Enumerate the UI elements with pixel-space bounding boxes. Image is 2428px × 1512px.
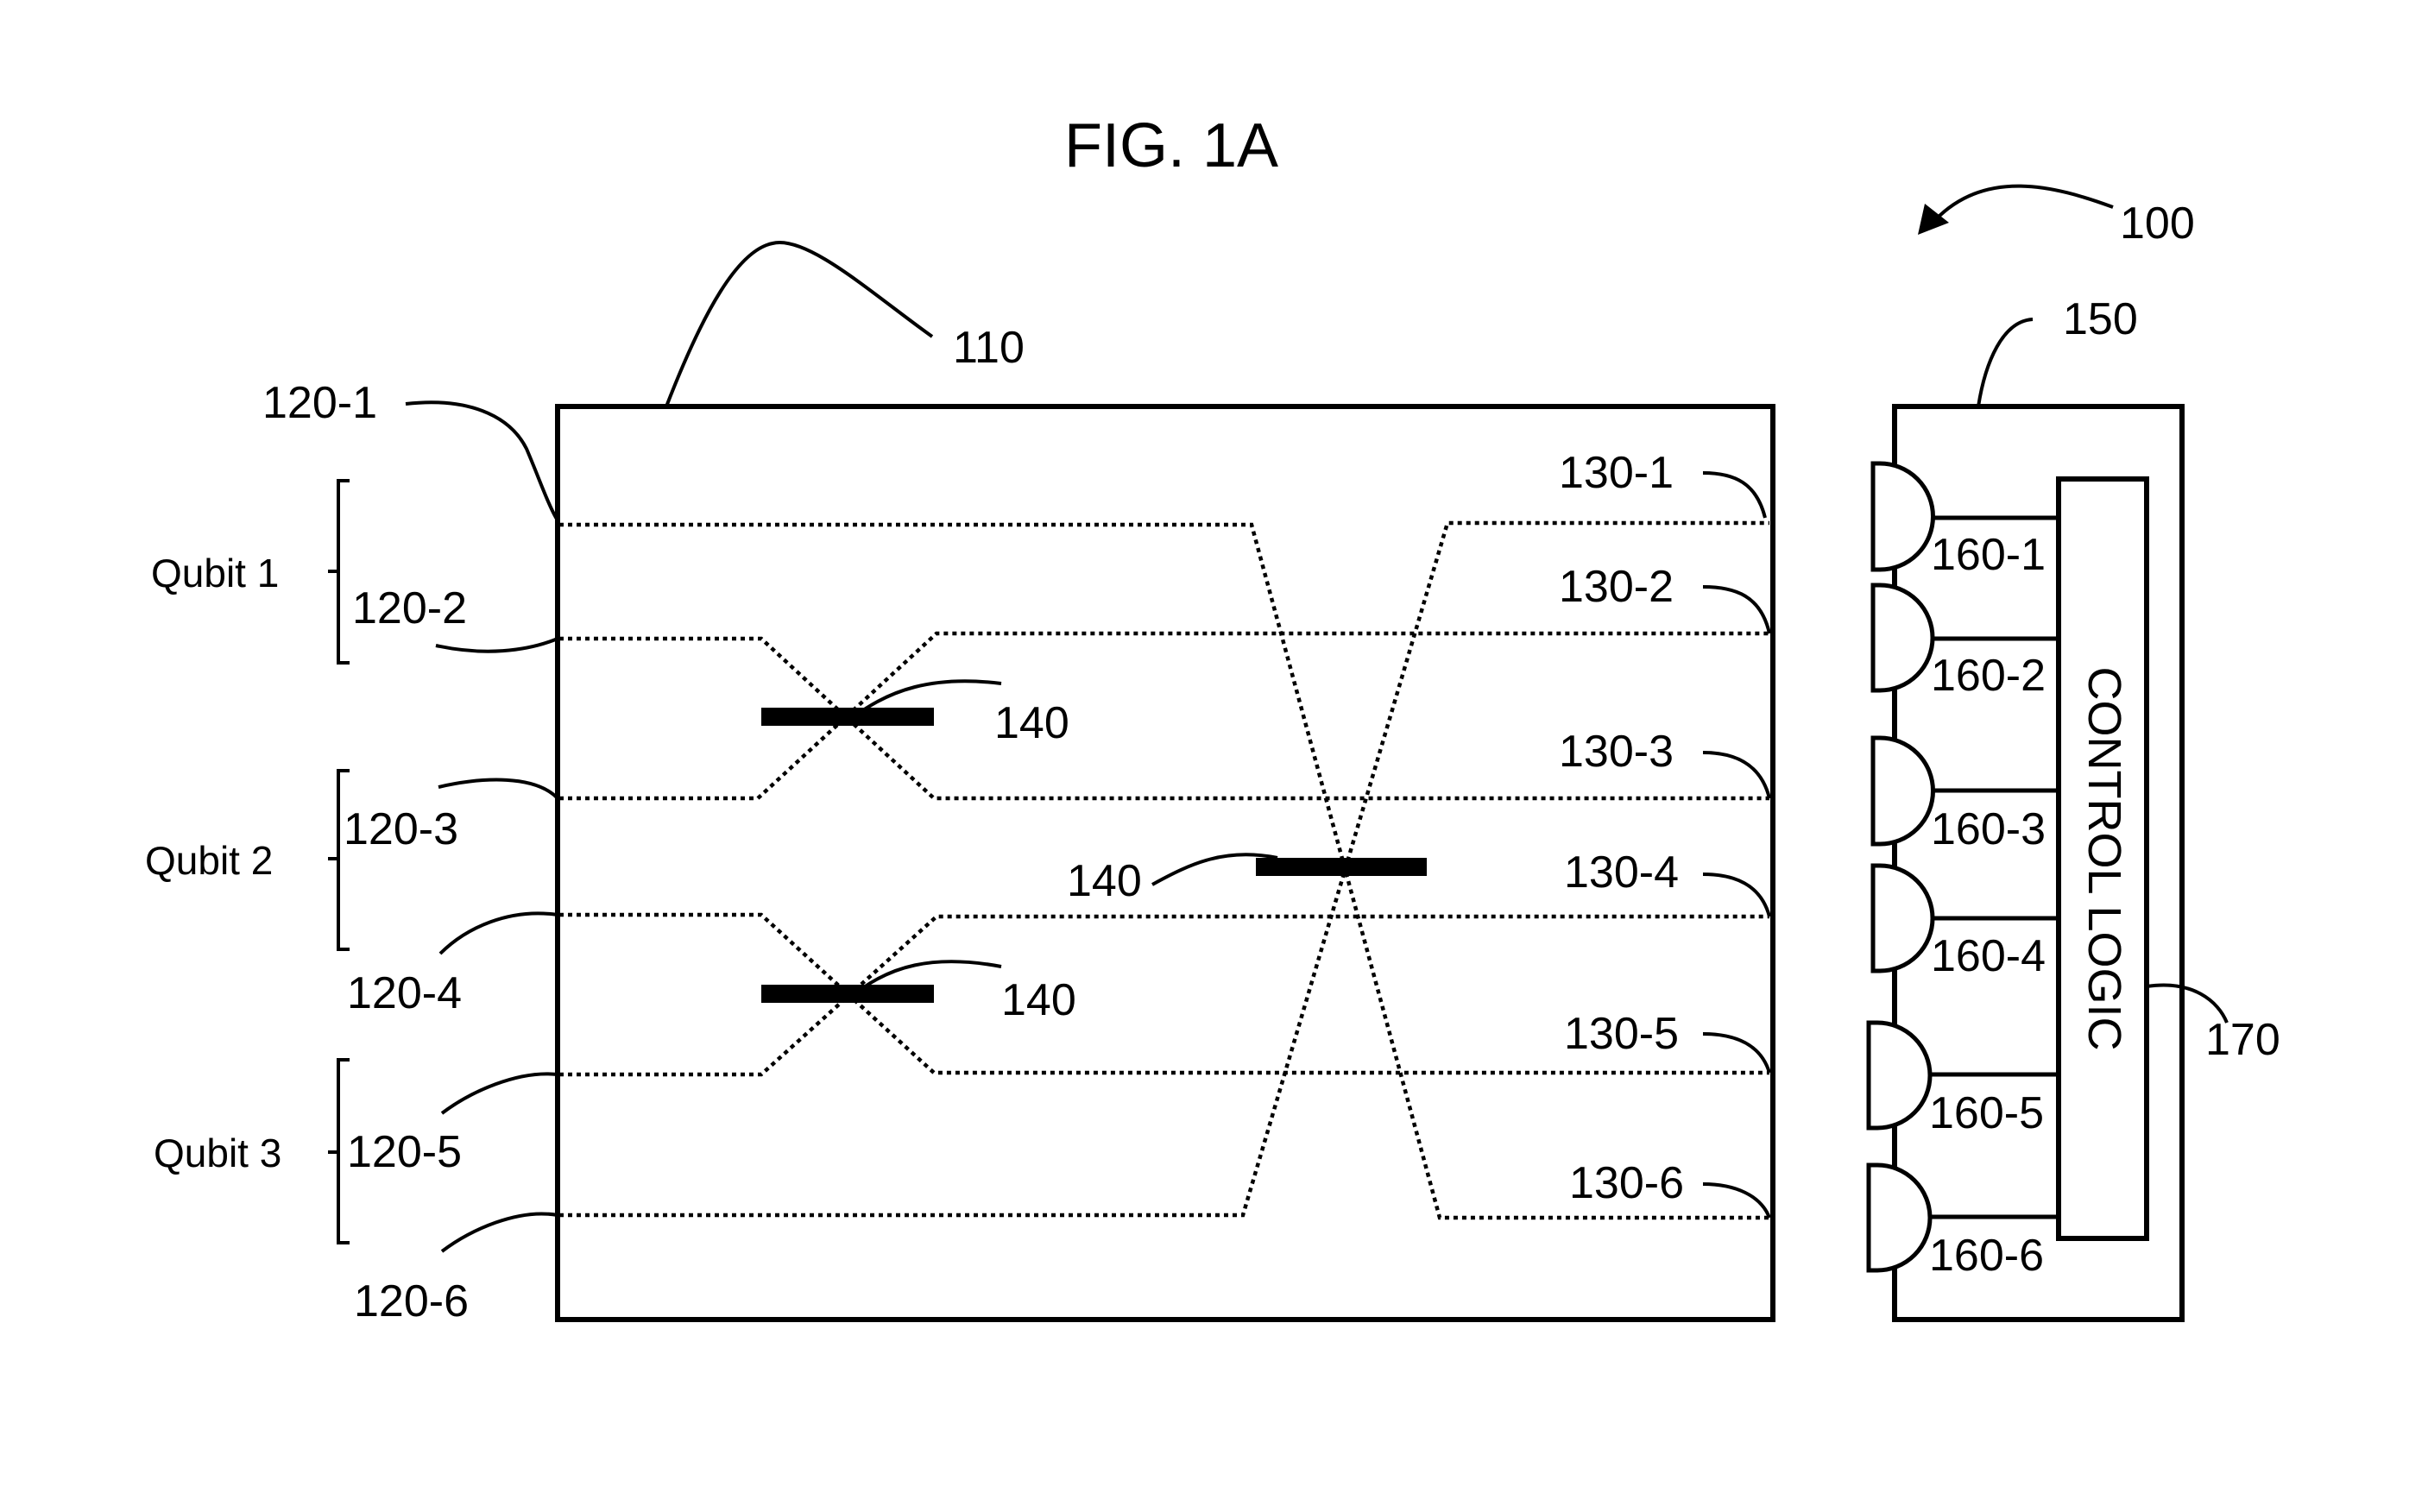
detector-3-symbol — [1870, 735, 1935, 847]
output-port-lead-4 — [1702, 873, 1771, 917]
beam-splitter-3-label: 140 — [1001, 975, 1076, 1025]
detector-2-label: 160-2 — [1931, 651, 2046, 701]
beam-splitter-1-label: 140 — [994, 698, 1069, 748]
input-port-label-1: 120-1 — [262, 378, 377, 428]
output-ports: 130-1 130-2 130-3 130-4 130-5 130-6 — [1559, 448, 1771, 1219]
detector-1: 160-1 — [1870, 461, 2059, 580]
input-port-lead-6 — [440, 1212, 558, 1253]
detector-1-label: 160-1 — [1931, 530, 2046, 580]
detector-2: 160-2 — [1870, 583, 2059, 701]
beam-splitter-2-label: 140 — [1067, 856, 1142, 906]
detector-6: 160-6 — [1866, 1162, 2059, 1281]
control-logic-label: 170 — [2205, 1015, 2280, 1065]
input-port-lead-3 — [438, 778, 559, 800]
input-port-lead-5 — [440, 1072, 558, 1115]
output-port-label-4: 130-4 — [1564, 847, 1679, 898]
qubit-3-bracket — [328, 1058, 350, 1244]
output-port-label-2: 130-2 — [1559, 562, 1674, 612]
output-port-label-5: 130-5 — [1564, 1009, 1679, 1059]
input-port-label-3: 120-3 — [344, 804, 458, 854]
photonic-chip-box — [555, 404, 1775, 1322]
detector-3: 160-3 — [1870, 735, 2059, 854]
beam-splitter-2 — [1256, 858, 1427, 876]
output-port-label-1: 130-1 — [1559, 448, 1674, 498]
qubit-2-bracket — [328, 769, 350, 951]
chip-label-lead — [665, 241, 934, 407]
output-port-label-6: 130-6 — [1569, 1158, 1684, 1208]
system-arrow-head — [1918, 204, 1949, 235]
beam-splitter-1 — [761, 708, 934, 726]
qubit-1-label: Qubit 1 — [151, 551, 279, 595]
output-port-lead-1 — [1702, 471, 1767, 519]
detector-4-symbol — [1870, 863, 1935, 973]
detector-module-label: 150 — [2063, 294, 2138, 344]
input-port-label-5: 120-5 — [347, 1127, 462, 1177]
detector-2-symbol — [1870, 583, 1935, 693]
qubit-2-label: Qubit 2 — [145, 838, 273, 883]
input-port-lead-4 — [438, 911, 558, 955]
detector-5-label: 160-5 — [1929, 1088, 2044, 1138]
output-port-label-3: 130-3 — [1559, 727, 1674, 777]
system-arrow-lead — [1933, 184, 2114, 222]
qubit-3-label: Qubit 3 — [154, 1131, 281, 1175]
beam-splitter-2-lead — [1151, 853, 1278, 886]
input-port-lead-2 — [435, 637, 558, 653]
control-logic-text: CONTROL LOGIC — [2078, 666, 2130, 1050]
output-port-lead-2 — [1702, 585, 1771, 634]
beam-splitter-3 — [761, 985, 934, 1003]
beam-splitter-1-lead — [853, 679, 1002, 718]
input-port-label-6: 120-6 — [354, 1276, 469, 1326]
detector-module-lead — [1977, 318, 2034, 407]
detectors: 160-1 160-2 160-3 160-4 160-5 160-6 — [1866, 461, 2059, 1281]
beam-splitter-3-lead — [853, 960, 1002, 996]
output-port-lead-6 — [1702, 1182, 1771, 1219]
control-logic-box — [2056, 476, 2149, 1241]
control-logic-lead — [2146, 983, 2229, 1024]
output-port-lead-5 — [1702, 1032, 1771, 1074]
detector-4: 160-4 — [1870, 863, 2059, 981]
input-port-label-2: 120-2 — [352, 583, 467, 633]
waveguide-1 — [559, 522, 1769, 1220]
detector-4-label: 160-4 — [1931, 931, 2046, 981]
detector-1-symbol — [1870, 461, 1935, 572]
chip-label: 110 — [953, 323, 1025, 373]
detector-6-symbol — [1866, 1162, 1933, 1273]
detector-5-symbol — [1866, 1020, 1933, 1131]
system-label: 100 — [2120, 198, 2195, 249]
detector-5: 160-5 — [1866, 1020, 2059, 1138]
detector-6-label: 160-6 — [1929, 1231, 2044, 1281]
detector-3-label: 160-3 — [1931, 804, 2046, 854]
input-ports: 120-1 120-2 120-3 120-4 120-5 120-6 — [262, 378, 559, 1326]
figure-title: FIG. 1A — [1064, 111, 1278, 180]
qubit-1-bracket — [328, 479, 350, 665]
output-port-lead-3 — [1702, 751, 1771, 799]
input-port-lead-1 — [405, 400, 559, 522]
qubit-groups: Qubit 1 Qubit 2 Qubit 3 — [145, 479, 350, 1244]
input-port-label-4: 120-4 — [347, 968, 462, 1018]
